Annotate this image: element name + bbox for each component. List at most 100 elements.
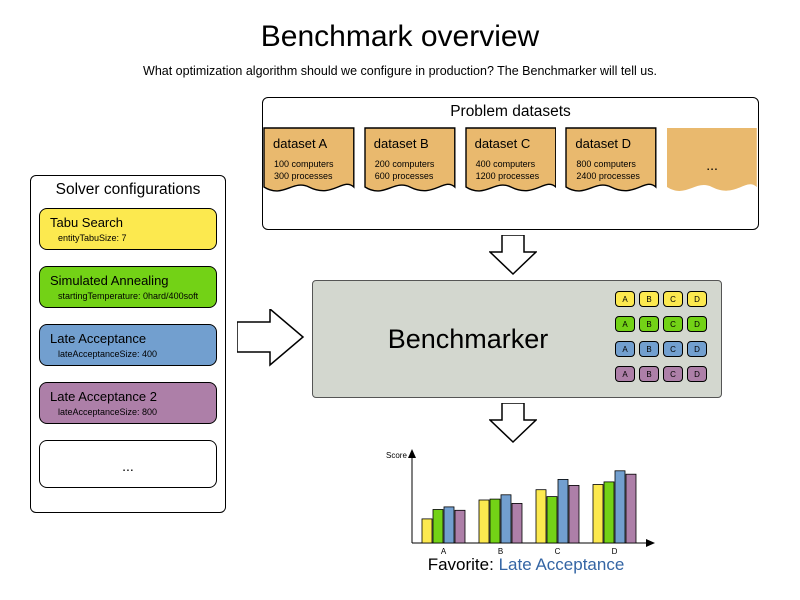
document-shape-icon: [667, 128, 757, 191]
dataset-computers: 100 computers: [274, 159, 334, 169]
solver-item-tabu-search: Tabu Search entityTabuSize: 7: [39, 208, 217, 250]
benchmark-cell-a: A: [615, 291, 635, 307]
bar-late-acceptance-a: [443, 506, 455, 544]
document-shape-icon: [565, 127, 657, 192]
benchmark-cell-d: D: [687, 366, 707, 382]
document-shape-icon: [464, 127, 557, 192]
dataset-card-d: dataset D 800 computers 2400 processes: [565, 127, 657, 205]
bar-tabu-search-c: [535, 489, 547, 544]
arrow-down-shape: [489, 403, 537, 444]
bar-late-acceptance-c: [557, 479, 569, 544]
solver-name: Tabu Search: [50, 215, 123, 230]
bar-tabu-search-a: [421, 518, 433, 544]
document-shape-icon: [263, 127, 355, 192]
arrow-right-icon: [237, 309, 305, 367]
page-subtitle: What optimization algorithm should we co…: [143, 64, 657, 78]
score-chart: Score A B C D: [386, 449, 655, 556]
problem-datasets-panel: Problem datasets dataset A 100 computers…: [262, 97, 759, 230]
solver-configurations-panel: Solver configurations Tabu Search entity…: [30, 175, 226, 513]
problem-datasets-title: Problem datasets: [450, 103, 571, 120]
benchmark-cell-d: D: [687, 341, 707, 357]
dataset-processes: 2400 processes: [576, 171, 640, 181]
favorite-label: Favorite:: [427, 555, 494, 574]
solver-name: Simulated Annealing: [50, 273, 169, 288]
dataset-name: dataset C: [474, 136, 531, 151]
solver-detail: lateAcceptanceSize: 400: [58, 349, 158, 359]
benchmark-cell-d: D: [687, 291, 707, 307]
document-outline: [364, 127, 456, 192]
bar-simulated-annealing-a: [432, 509, 444, 544]
benchmarker-label: Benchmarker: [387, 323, 549, 354]
bar-simulated-annealing-c: [546, 496, 558, 544]
arrow-down-icon: [489, 235, 537, 276]
chart-category-label: A: [441, 547, 447, 556]
benchmark-cell-a: A: [615, 341, 635, 357]
bar-late-acceptance-2-b: [511, 503, 523, 544]
arrow-right-shape: [237, 309, 305, 367]
favorite-line: Favorite: Late Acceptance: [386, 555, 666, 575]
benchmark-cell-c: C: [663, 366, 683, 382]
favorite-value: Late Acceptance: [498, 555, 625, 574]
solver-item-more: ...: [39, 440, 217, 488]
solver-detail: lateAcceptanceSize: 800: [58, 407, 158, 417]
chart-ylabel: Score: [386, 451, 407, 460]
dataset-computers: 800 computers: [576, 159, 636, 169]
page-title: Benchmark overview: [260, 20, 540, 53]
bar-late-acceptance-2-c: [568, 485, 580, 544]
x-axis-arrow-icon: [646, 539, 655, 547]
bar-tabu-search-b: [478, 499, 490, 544]
bar-simulated-annealing-b: [489, 498, 501, 544]
arrow-down-icon: [489, 403, 537, 444]
chart-category-label: D: [612, 547, 618, 556]
dataset-card-more: ...: [666, 127, 758, 205]
document-outline: [667, 128, 757, 191]
chart-category-label: B: [498, 547, 503, 556]
solver-detail: startingTemperature: 0hard/400soft: [58, 291, 199, 301]
benchmark-cell-c: C: [663, 291, 683, 307]
dataset-computers: 200 computers: [374, 159, 435, 169]
benchmark-cell-b: B: [639, 316, 659, 332]
bar-late-acceptance-d: [614, 470, 626, 544]
solver-detail: entityTabuSize: 7: [58, 233, 127, 243]
solver-item-late-acceptance-2: Late Acceptance 2 lateAcceptanceSize: 80…: [39, 382, 217, 424]
chart-category-label: C: [555, 547, 561, 556]
solver-list: Tabu Search entityTabuSize: 7 Simulated …: [31, 199, 225, 488]
benchmark-cell-b: B: [639, 291, 659, 307]
dataset-processes: 1200 processes: [475, 171, 540, 181]
dataset-name: dataset B: [373, 136, 429, 151]
bar-late-acceptance-2-a: [454, 509, 466, 544]
benchmark-cell-a: A: [615, 366, 635, 382]
document-shape-icon: [364, 127, 456, 192]
document-outline: [263, 127, 355, 192]
dataset-card-a: dataset A 100 computers 300 processes: [263, 127, 355, 205]
solver-configurations-title: Solver configurations: [55, 181, 201, 198]
dataset-name: dataset D: [575, 136, 632, 151]
bar-tabu-search-d: [592, 484, 604, 544]
solver-name: ...: [122, 458, 134, 474]
dataset-processes: 600 processes: [374, 171, 434, 181]
dataset-card-row: dataset A 100 computers 300 processes da…: [263, 127, 758, 205]
dataset-computers: 400 computers: [475, 159, 536, 169]
dataset-processes: 300 processes: [274, 171, 333, 181]
solver-name: Late Acceptance 2: [50, 389, 157, 404]
bar-late-acceptance-2-d: [625, 473, 637, 544]
benchmark-cell-b: B: [639, 341, 659, 357]
arrow-down-shape: [489, 235, 537, 276]
benchmark-cell-c: C: [663, 316, 683, 332]
document-outline: [565, 127, 657, 192]
bar-late-acceptance-b: [500, 494, 512, 544]
dataset-card-c: dataset C 400 computers 1200 processes: [464, 127, 557, 205]
solver-item-simulated-annealing: Simulated Annealing startingTemperature:…: [39, 266, 217, 308]
y-axis-arrow-icon: [408, 449, 416, 458]
solver-name: Late Acceptance: [50, 331, 147, 346]
dataset-name: ...: [706, 157, 718, 173]
dataset-card-b: dataset B 200 computers 600 processes: [364, 127, 456, 205]
benchmark-cell-b: B: [639, 366, 659, 382]
benchmark-cell-c: C: [663, 341, 683, 357]
